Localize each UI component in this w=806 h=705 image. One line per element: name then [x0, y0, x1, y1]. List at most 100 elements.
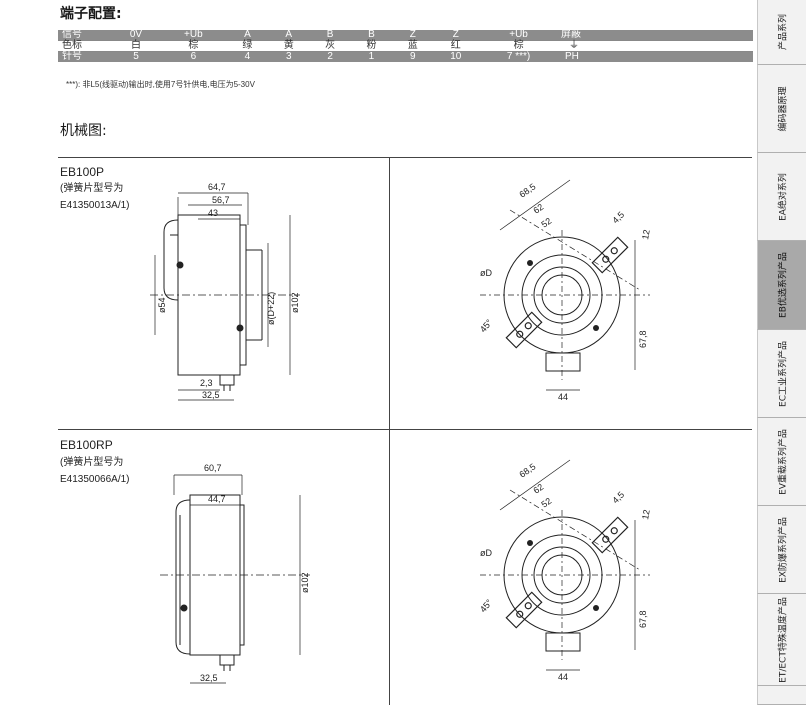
table-cell: 6	[159, 51, 227, 62]
dimension-label: 45°	[478, 317, 495, 334]
sidebar-tab-label: EA绝对系列	[778, 172, 789, 221]
sidebar-tab-et-ect-series[interactable]: ET/ECT特殊温度产品	[757, 594, 806, 686]
dimension-label: øD	[480, 268, 492, 278]
dimension-label: 45°	[478, 597, 495, 614]
table-row-signal: 信号 0V +Ub A Ā B B̄ Z Z̄ +Ub 屏蔽	[58, 30, 753, 41]
section-title-pin-config: 端子配置:	[60, 6, 122, 22]
dimension-label: 44,7	[208, 494, 226, 504]
row-label: 针号	[58, 51, 112, 62]
section-title-mechanical: 机械图:	[60, 123, 107, 139]
table-cell: +Ub	[478, 30, 559, 41]
sidebar-tab-ea-series[interactable]: EA绝对系列	[757, 153, 806, 241]
table-cell: 4	[226, 51, 269, 62]
table-cell: Ā	[268, 30, 310, 41]
spring-label: (弹簧片型号为	[60, 457, 124, 468]
dimension-label: 12	[640, 229, 652, 241]
table-cell: PH	[559, 51, 753, 62]
section-vertical-divider	[389, 157, 390, 429]
table-cell: Z	[392, 30, 434, 41]
dimension-label: ø(D+22)	[266, 292, 276, 325]
sidebar-tab-eb-series[interactable]: EB优选系列产品	[757, 241, 806, 330]
table-cell: 粉	[350, 40, 393, 52]
dimension-label: 52	[539, 216, 553, 230]
front-view-drawing-eb100p: 68,5 62 52 4,5 12 øD 45° 67,8 44	[478, 179, 652, 402]
dimension-label: ø54	[157, 297, 167, 313]
row-label: 色标	[58, 40, 112, 52]
dimension-label: ø102	[290, 292, 300, 313]
table-cell: 1	[350, 51, 393, 62]
table-cell: 白	[112, 40, 160, 52]
dimension-label: 43	[208, 208, 218, 218]
dimension-label: 32,5	[200, 673, 218, 683]
dimension-label: 12	[640, 509, 652, 521]
table-cell: 蓝	[392, 40, 434, 52]
table-cell: 2	[309, 51, 351, 62]
table-row-color: 色标 白 棕 绿 黄 灰 粉 蓝 红 棕 ⏚	[58, 40, 753, 52]
table-cell: 棕	[159, 40, 227, 52]
spring-label: (弹簧片型号为	[60, 183, 124, 194]
table-cell: +Ub	[159, 30, 227, 41]
table-cell: 3	[268, 51, 310, 62]
dimension-label: 56,7	[212, 195, 230, 205]
sidebar-tab-label: 编码器原理	[778, 85, 789, 132]
table-cell: 灰	[309, 40, 351, 52]
dimension-label: 67,8	[638, 610, 648, 628]
dimension-label: 52	[539, 496, 553, 510]
table-cell: Z̄	[433, 30, 479, 41]
table-cell: 10	[433, 51, 479, 62]
sidebar-tab-ec-series[interactable]: EC工业系列产品	[757, 330, 806, 418]
table-cell: 屏蔽	[559, 30, 753, 41]
sidebar-tab-label: ET/ECT特殊温度产品	[778, 596, 789, 683]
sidebar-tab-ex-series[interactable]: EX防爆系列产品	[757, 506, 806, 594]
dimension-label: 62	[531, 482, 545, 496]
table-row-pin: 针号 5 6 4 3 2 1 9 10 7 ***) PH	[58, 51, 753, 62]
model-name: EB100RP	[60, 438, 113, 452]
table-cell: 5	[112, 51, 160, 62]
table-cell: 0V	[112, 30, 160, 41]
dimension-label: 68,5	[517, 181, 537, 199]
sidebar-tab-label: EX防爆系列产品	[778, 516, 789, 583]
footnote: ***): 非L5(线驱动)输出时,使用7号针供电,电压为5-30V	[66, 80, 255, 89]
dimension-label: 60,7	[204, 463, 222, 473]
dimension-label: øD	[480, 548, 492, 558]
dimension-label: 32,5	[202, 390, 220, 400]
sidebar-tab-label: EC工业系列产品	[778, 340, 789, 407]
table-cell: 黄	[268, 40, 310, 52]
dimension-label: 62	[531, 202, 545, 216]
dimension-label: 44	[558, 672, 568, 682]
model-name: EB100P	[60, 165, 105, 179]
side-view-drawing-eb100rp: 60,7 44,7 ø102 32,5	[160, 463, 310, 684]
sidebar-tab-ev-series[interactable]: EV重载系列产品	[757, 418, 806, 506]
ground-icon: ⏚	[559, 40, 753, 52]
spring-part-number: E41350066A/1)	[60, 474, 130, 485]
dimension-label: 67,8	[638, 330, 648, 348]
front-view-drawing-eb100rp: 68,5 62 52 4,5 12 øD 45° 67,8 44	[478, 459, 652, 682]
sidebar-tab-label: EV重载系列产品	[778, 428, 789, 495]
dimension-label: 2,3	[200, 378, 213, 388]
spring-part-number: E41350013A/1)	[60, 200, 130, 211]
table-cell: 绿	[226, 40, 269, 52]
table-cell: 9	[392, 51, 434, 62]
sidebar-tab-encoder-principle[interactable]: 编码器原理	[757, 65, 806, 153]
table-cell: 棕	[478, 40, 559, 52]
sidebar-tab-label: EB优选系列产品	[778, 252, 789, 318]
side-view-drawing-eb100p: 64,7 56,7 43 ø54 ø(D+22) ø102 2,3 32,5	[150, 182, 300, 401]
sidebar-tab-more[interactable]	[757, 686, 806, 705]
row-label: 信号	[58, 30, 112, 41]
table-cell: A	[226, 30, 269, 41]
section-divider	[58, 429, 752, 430]
dimension-label: 64,7	[208, 182, 226, 192]
dimension-label: 68,5	[517, 461, 537, 479]
section-divider	[58, 157, 752, 158]
sidebar-tab-product-series[interactable]: 产品系列	[757, 0, 806, 65]
dimension-label: 4,5	[610, 209, 626, 225]
dimension-label: 4,5	[610, 489, 626, 505]
sidebar-tab-label: 产品系列	[778, 13, 789, 51]
table-cell: 红	[433, 40, 479, 52]
dimension-label: 44	[558, 392, 568, 402]
dimension-label: ø102	[300, 572, 310, 593]
section-vertical-divider	[389, 429, 390, 705]
table-cell: B	[309, 30, 351, 41]
pin-configuration-table: 信号 0V +Ub A Ā B B̄ Z Z̄ +Ub 屏蔽 色标 白 棕 绿 …	[58, 30, 753, 62]
table-cell: B̄	[350, 30, 393, 41]
